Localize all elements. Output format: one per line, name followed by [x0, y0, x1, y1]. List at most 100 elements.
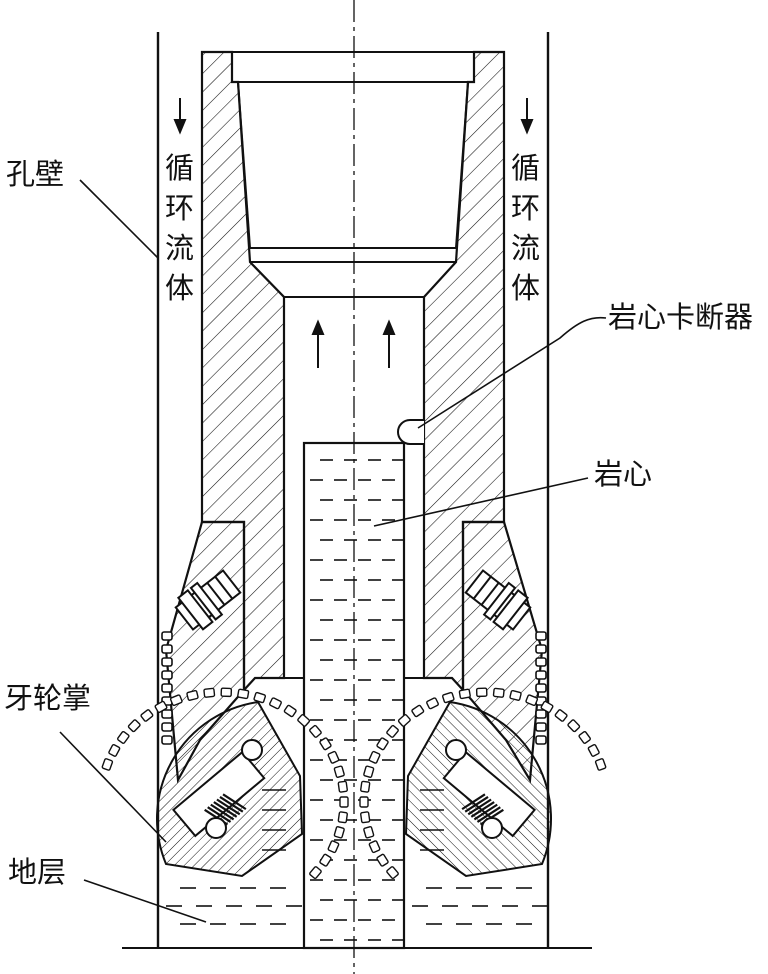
cone-tooth — [363, 765, 375, 778]
cone-tooth — [140, 709, 154, 722]
circulating-fluid-left-char-1: 环 — [165, 191, 194, 225]
cone-tooth — [309, 724, 322, 738]
cone-tooth — [411, 704, 425, 718]
cone-tooth — [237, 688, 250, 700]
cone-tooth — [309, 866, 322, 880]
cone-tooth — [376, 853, 389, 867]
bearing-ball — [481, 817, 503, 839]
cone-tooth — [360, 780, 371, 793]
gauge-insert — [161, 670, 173, 680]
cone-tooth — [540, 700, 554, 714]
cone-tooth — [253, 691, 267, 704]
label-core-breaker: 岩心卡断器 — [608, 300, 753, 334]
leader-formation — [83, 879, 207, 923]
circulating-fluid-right-char-1: 环 — [511, 191, 540, 225]
gauge-insert — [161, 683, 173, 693]
thread-bore — [232, 51, 474, 298]
cone-tooth — [339, 796, 349, 808]
cone-tooth — [169, 694, 183, 707]
label-hole-wall: 孔壁 — [6, 157, 64, 191]
gauge-insert — [161, 735, 173, 745]
circulating-fluid-right-char-3: 体 — [511, 271, 540, 305]
gauge-insert — [535, 683, 547, 693]
gauge-insert — [161, 709, 173, 719]
leader-hole-wall — [79, 179, 159, 259]
circulating-fluid-left-char-2: 流 — [165, 231, 194, 265]
gauge-insert — [161, 631, 173, 641]
cone-tooth — [509, 689, 522, 701]
bearing-coil — [213, 801, 238, 818]
gauge-insert — [161, 644, 173, 654]
cone-tooth — [567, 719, 581, 733]
gauge-insert — [535, 709, 547, 719]
label-circulating-fluid-right: 循 环 流 体 — [511, 151, 540, 305]
cone-tooth — [578, 730, 591, 744]
cone-tooth — [220, 687, 233, 698]
gauge-insert — [535, 644, 547, 654]
bearing-coil — [464, 795, 489, 813]
cone-tooth — [554, 709, 568, 722]
leader-cone-leg — [59, 731, 167, 843]
cone-tooth — [363, 826, 375, 839]
leader-core — [373, 477, 589, 527]
gauge-insert — [535, 657, 547, 667]
roller-cone-right — [359, 687, 607, 880]
cone-tooth — [186, 689, 199, 701]
gauge-insert — [535, 722, 547, 732]
cone-tooth — [327, 750, 340, 764]
circulating-fluid-right-char-0: 循 — [511, 151, 540, 185]
cone-tooth — [101, 758, 114, 771]
gauge-insert — [535, 631, 547, 641]
gauge-insert — [161, 657, 173, 667]
cone-tooth — [319, 853, 332, 867]
label-formation: 地层 — [8, 855, 66, 889]
cone-tooth — [475, 687, 488, 698]
bearing-coil — [473, 803, 498, 821]
cone-tooth — [441, 691, 455, 704]
bearing-coil — [467, 798, 492, 816]
cone-tooth — [327, 840, 340, 854]
cone-tooth — [397, 714, 411, 727]
bearing-coil — [210, 803, 235, 821]
bearing-ball — [241, 739, 263, 761]
circulating-fluid-left-char-3: 体 — [165, 271, 194, 305]
cone-tooth — [337, 780, 348, 793]
bearing-coil — [470, 801, 495, 818]
cone-tooth — [203, 687, 216, 698]
cone-tooth — [360, 811, 371, 824]
cone-tooth — [368, 750, 381, 764]
inner-bore — [283, 297, 425, 679]
cone-tooth — [359, 796, 369, 808]
cone-tooth — [337, 811, 348, 824]
cone-tooth — [269, 697, 282, 710]
cone-tooth — [525, 694, 539, 707]
label-circulating-fluid-left: 循 环 流 体 — [165, 151, 194, 305]
label-cone-leg: 牙轮掌 — [4, 681, 91, 715]
cone-tooth — [386, 866, 399, 880]
cone-tooth — [154, 700, 168, 714]
leader-core-breaker — [417, 316, 607, 429]
cone-tooth — [594, 758, 607, 771]
label-core: 岩心 — [594, 457, 652, 491]
bearing-coil — [461, 793, 486, 811]
bearing-ball — [445, 739, 467, 761]
bearing-coil — [216, 798, 241, 816]
cone-tooth — [376, 737, 389, 751]
bearing-coil — [476, 806, 501, 823]
nozzle-left — [174, 569, 242, 631]
cone-tooth — [127, 719, 141, 733]
gauge-inserts-right — [535, 631, 547, 745]
cone-tooth — [283, 704, 297, 718]
nozzle-right — [464, 569, 532, 631]
bearing-ball — [205, 817, 227, 839]
gauge-insert — [535, 735, 547, 745]
cone-tooth — [492, 687, 505, 698]
gauge-insert — [161, 722, 173, 732]
cone-tooth — [368, 840, 381, 854]
bearing-coil — [219, 795, 244, 813]
cone-tooth — [333, 765, 345, 778]
cone-tooth — [458, 688, 471, 700]
gauge-inserts-left — [161, 631, 173, 745]
cone-tooth — [108, 743, 121, 757]
circulating-fluid-right-char-2: 流 — [511, 231, 540, 265]
